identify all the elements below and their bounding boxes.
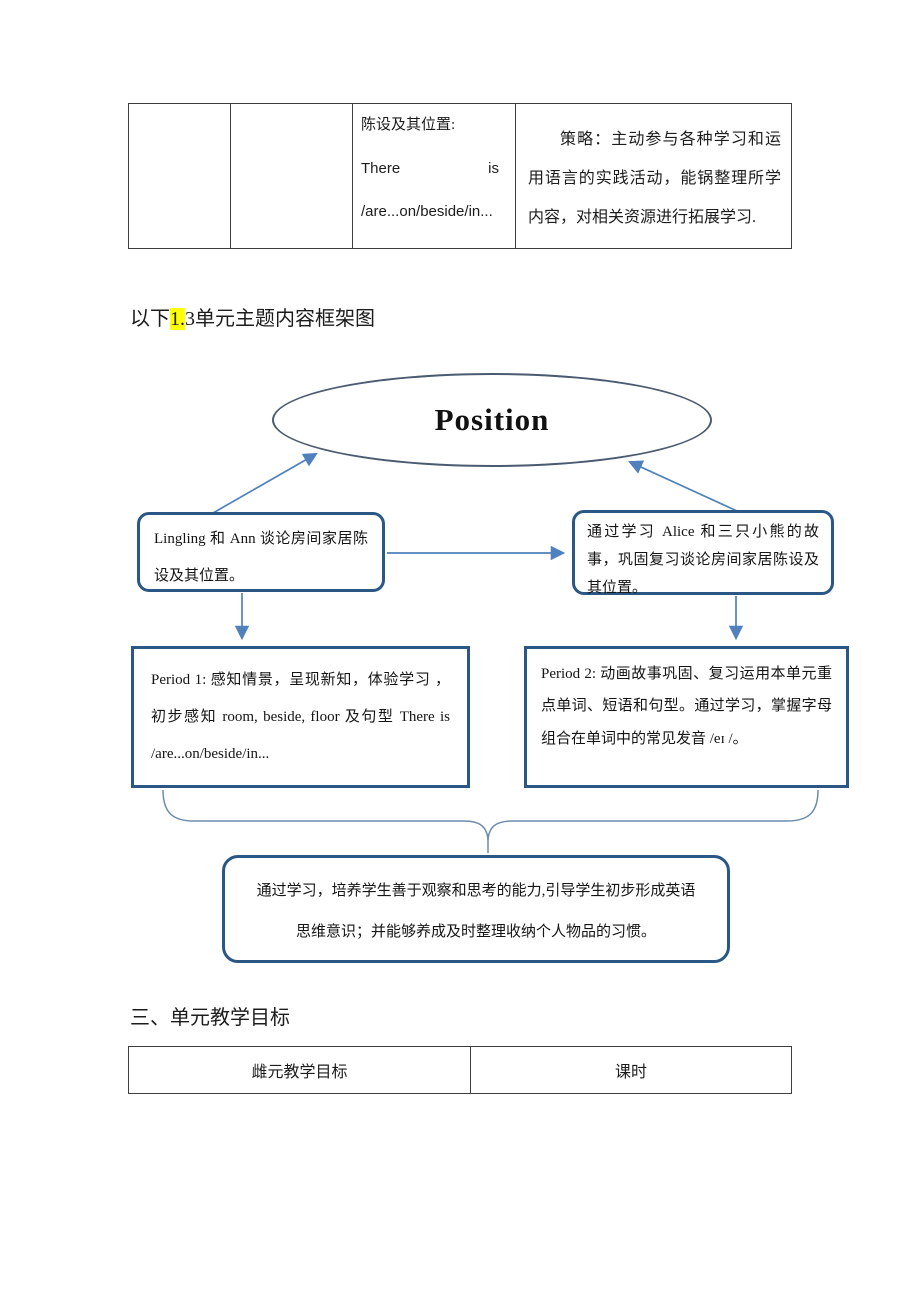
period1-box: Period 1: 感知情景，呈现新知，体验学习 ，初步感知 room, bes… — [131, 646, 470, 788]
framework-heading-prefix: 以下 — [130, 308, 170, 330]
arrow-leftbox-to-ellipse — [212, 452, 318, 514]
summary-box: 通过学习，培养学生善于观察和思考的能力,引导学生初步形成英语思维意识；并能够养成… — [222, 855, 730, 963]
word-there: There — [361, 160, 401, 177]
cell-line-prepositions: /are...on/beside/in... — [361, 203, 493, 220]
framework-heading: 以下1.3单元主题内容框架图 — [130, 305, 375, 333]
table-row: 陈设及其位置: There is /are...on/beside/in... … — [128, 103, 792, 249]
strategy-table-cell-1 — [128, 103, 231, 249]
goals-table-header-periods: 课时 — [470, 1046, 792, 1094]
brace-right-half — [487, 789, 819, 841]
goals-table: 雌元教学目标 课时 — [128, 1046, 792, 1094]
strategy-table-cell-sentence-patterns: 陈设及其位置: There is /are...on/beside/in... — [352, 103, 516, 249]
context-box-alice-bears: 通过学习 Alice 和三只小熊的故事，巩固复习谈论房间家居陈设及其位置。 — [572, 510, 834, 596]
framework-heading-suffix: 3单元主题内容框架图 — [185, 308, 375, 330]
context-box-lingling-ann: Lingling 和 Ann 谈论房间家居陈设及其位置。 — [137, 512, 385, 592]
cell-line-position-label: 陈设及其位置: — [361, 117, 456, 133]
topic-ellipse: Position — [272, 373, 712, 467]
period2-box: Period 2: 动画故事巩固、复习运用本单元重点单词、短语和句型。通过学习，… — [524, 646, 849, 788]
table-row: 雌元教学目标 课时 — [128, 1046, 792, 1094]
cell-line-there-is: There is — [361, 160, 509, 177]
word-is: is — [488, 160, 499, 177]
arrow-rightbox-to-ellipse — [628, 460, 738, 512]
brace-left-half — [162, 789, 489, 853]
strategy-table: 陈设及其位置: There is /are...on/beside/in... … — [128, 103, 792, 249]
topic-ellipse-label: Position — [434, 402, 550, 437]
strategy-table-cell-strategy: 策略：主动参与各种学习和运用语言的实践活动，能锅整理所学内容，对相关资源进行拓展… — [515, 103, 792, 249]
strategy-table-cell-2 — [230, 103, 353, 249]
goals-heading: 三、单元教学目标 — [130, 1007, 290, 1029]
framework-heading-highlight: 1. — [170, 308, 185, 330]
goals-table-header-objectives: 雌元教学目标 — [128, 1046, 471, 1094]
